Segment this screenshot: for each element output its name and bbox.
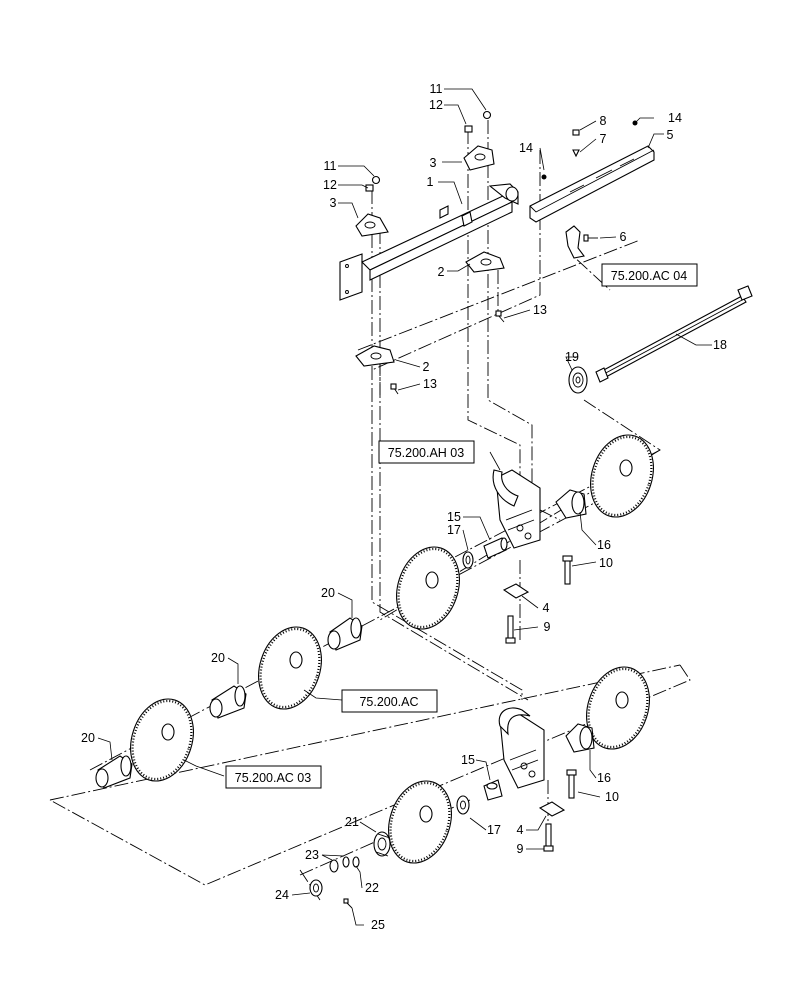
callout-12: 12 [429,98,443,112]
part-21-end-hub [373,831,391,857]
callout-4: 4 [543,601,550,615]
callout-20: 20 [211,651,225,665]
part-20-spool-lower [95,755,133,789]
part-4-plate-lower [538,801,566,817]
callout-14: 14 [519,141,533,155]
svg-text:75.200.AC: 75.200.AC [359,695,418,709]
callout-18: 18 [713,338,727,352]
callout-5: 5 [667,128,674,142]
callout-15: 15 [447,510,461,524]
callout-labels: 1 2 2 3 3 4 4 5 6 7 8 9 9 10 10 11 11 12… [81,82,727,932]
callout-7: 7 [600,132,607,146]
callout-8: 8 [600,114,607,128]
part-25-pin [343,898,353,909]
part-10-bolt-lower [566,769,577,799]
callout-10: 10 [599,556,613,570]
part-20-spool-middle [209,685,247,719]
part-24-nut [309,879,323,897]
callout-3: 3 [330,196,337,210]
part-3-bracket-upper [463,145,495,171]
callout-2: 2 [438,265,445,279]
callout-22: 22 [365,881,379,895]
callout-1: 1 [427,175,434,189]
disc-far-left [130,698,194,782]
callout-23: 23 [305,848,319,862]
part-9-bolt-upper [505,615,516,644]
part-9-bolt-lower [543,823,554,852]
bearing-housing-lower [498,707,545,789]
part-16-cone-upper [555,489,587,519]
bearing-housing-upper [492,469,541,549]
callout-13: 13 [423,377,437,391]
callout-16: 16 [597,771,611,785]
svg-text:75.200.AC 04: 75.200.AC 04 [611,269,687,283]
callout-25: 25 [371,918,385,932]
callout-6: 6 [620,230,627,244]
leader-lines [97,88,712,926]
disc-upper-right [590,434,654,518]
callout-4: 4 [517,823,524,837]
part-17-washer-upper [462,551,474,569]
reference-box-ac[interactable]: 75.200.AC [341,689,438,713]
callout-3: 3 [430,156,437,170]
callout-20: 20 [321,586,335,600]
callout-11: 11 [324,159,337,173]
part-3-bracket-left [355,213,389,237]
svg-text:75.200.AH 03: 75.200.AH 03 [388,446,464,460]
part-15-spacer-lower [483,779,503,801]
part-18-shaft [595,285,753,383]
callout-12: 12 [323,178,337,192]
callout-16: 16 [597,538,611,552]
part-19-flange [568,366,588,394]
callout-19: 19 [565,350,579,364]
part-20-spool-upper [327,617,363,651]
disc-lower-middle [388,780,452,864]
disc-upper-middle [396,546,460,630]
part-22-washer [352,856,360,868]
reference-box-ac04[interactable]: 75.200.AC 04 [601,263,698,287]
callout-20: 20 [81,731,95,745]
part-10-bolt-upper [562,555,573,585]
reference-box-ah03[interactable]: 75.200.AH 03 [378,440,475,464]
callout-17: 17 [487,823,501,837]
part-16-cone-lower [565,723,595,753]
callout-9: 9 [544,620,551,634]
assembly-centerlines [49,120,691,901]
part-4-plate-upper [502,583,530,599]
part-2-bracket-lower [355,345,395,367]
part-6-hook [565,225,585,259]
callout-14: 14 [668,111,682,125]
callout-13: 13 [533,303,547,317]
callout-2: 2 [423,360,430,374]
svg-text:75.200.AC 03: 75.200.AC 03 [235,771,311,785]
part-17-washer-lower [456,795,470,815]
part-5-slotted-bar [529,145,655,223]
part-2-bracket-right [465,251,505,273]
callout-10: 10 [605,790,619,804]
part-1-frame-tube [339,183,519,301]
part-15-spacer-upper [483,537,508,559]
callout-24: 24 [275,888,289,902]
disc-middle-left [258,626,322,710]
callout-21: 21 [345,815,359,829]
part-23-spacers [329,856,350,873]
reference-box-ac03[interactable]: 75.200.AC 03 [225,765,322,789]
callout-9: 9 [517,842,524,856]
callout-11: 11 [430,82,443,96]
callout-17: 17 [447,523,461,537]
callout-15: 15 [461,753,475,767]
disc-lower-right [586,666,650,750]
